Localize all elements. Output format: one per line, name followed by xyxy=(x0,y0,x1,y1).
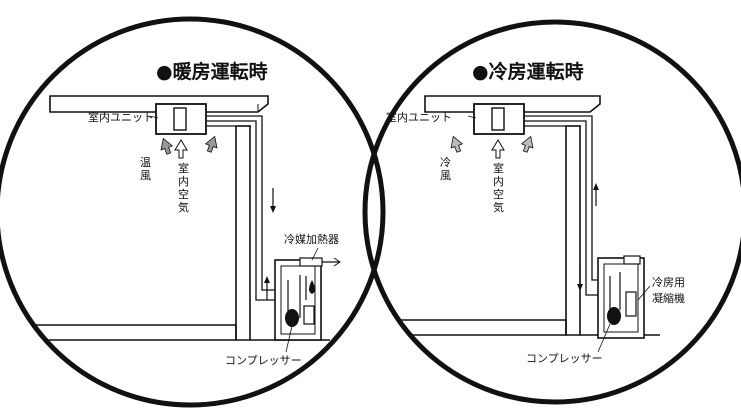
room-air-arrow xyxy=(174,139,188,159)
heating-panel: ●暖房運転時 室内ユニット 温 風 室 内 空 気 冷媒加熱器 コンプレッサー xyxy=(20,60,341,367)
warm-air-arrow-right xyxy=(204,135,218,153)
condenser-label-1: 冷房用 xyxy=(652,276,685,289)
compressor-icon xyxy=(607,307,621,325)
wall xyxy=(235,125,251,341)
floor-slab xyxy=(380,319,567,336)
condenser-label-2: 凝縮機 xyxy=(652,291,685,305)
outdoor-unit xyxy=(597,257,645,339)
room-air-arrow xyxy=(491,139,505,159)
cool-air-arrow xyxy=(450,135,464,153)
cooling-title: ●冷房運転時 xyxy=(472,60,584,83)
room-air-label-2: 内 xyxy=(178,174,189,188)
condenser-icon xyxy=(625,291,637,317)
indoor-unit-label: 室内ユニット xyxy=(386,110,452,124)
room-air-label-3: 空 xyxy=(178,187,189,201)
outdoor-unit xyxy=(274,259,322,341)
room-air-label-4: 気 xyxy=(493,200,504,214)
indoor-unit-label: 室内ユニット xyxy=(88,110,154,124)
room-air-label-1: 室 xyxy=(178,161,189,175)
heating-circle-frame xyxy=(0,16,386,408)
warm-air-label-1: 温 xyxy=(140,156,151,169)
flow-arrow-down xyxy=(577,266,583,291)
refrigerant-heater-label: 冷媒加熱器 xyxy=(284,233,339,246)
cooling-panel: ●冷房運転時 室内ユニット 冷 風 室 内 空 気 冷房用 凝縮機 コンプレッサ… xyxy=(380,60,685,365)
room-air-label-4: 気 xyxy=(178,200,189,214)
wall xyxy=(565,125,581,336)
refrigerant-heater xyxy=(299,257,323,267)
cool-air-label-1: 冷 xyxy=(440,156,451,169)
flow-arrow-up xyxy=(593,183,599,206)
room-air-label-1: 室 xyxy=(493,161,504,175)
heating-title: ●暖房運転時 xyxy=(156,60,268,83)
floor-slab xyxy=(20,324,237,341)
cool-air-label-2: 風 xyxy=(440,169,451,182)
flow-arrow-down xyxy=(270,188,276,213)
cool-air-arrow-right xyxy=(520,135,534,153)
warm-air-label-2: 風 xyxy=(140,169,151,182)
compressor-icon xyxy=(285,309,299,327)
room-air-label-3: 空 xyxy=(493,187,504,201)
cooling-compressor-label: コンプレッサー xyxy=(526,352,603,365)
heating-compressor-label: コンプレッサー xyxy=(225,354,302,367)
room-air-label-2: 内 xyxy=(493,174,504,188)
flow-arrow-up xyxy=(264,276,270,300)
flame-icon xyxy=(309,280,315,294)
cooling-circle-frame xyxy=(362,19,741,405)
warm-air-arrow xyxy=(160,137,174,155)
